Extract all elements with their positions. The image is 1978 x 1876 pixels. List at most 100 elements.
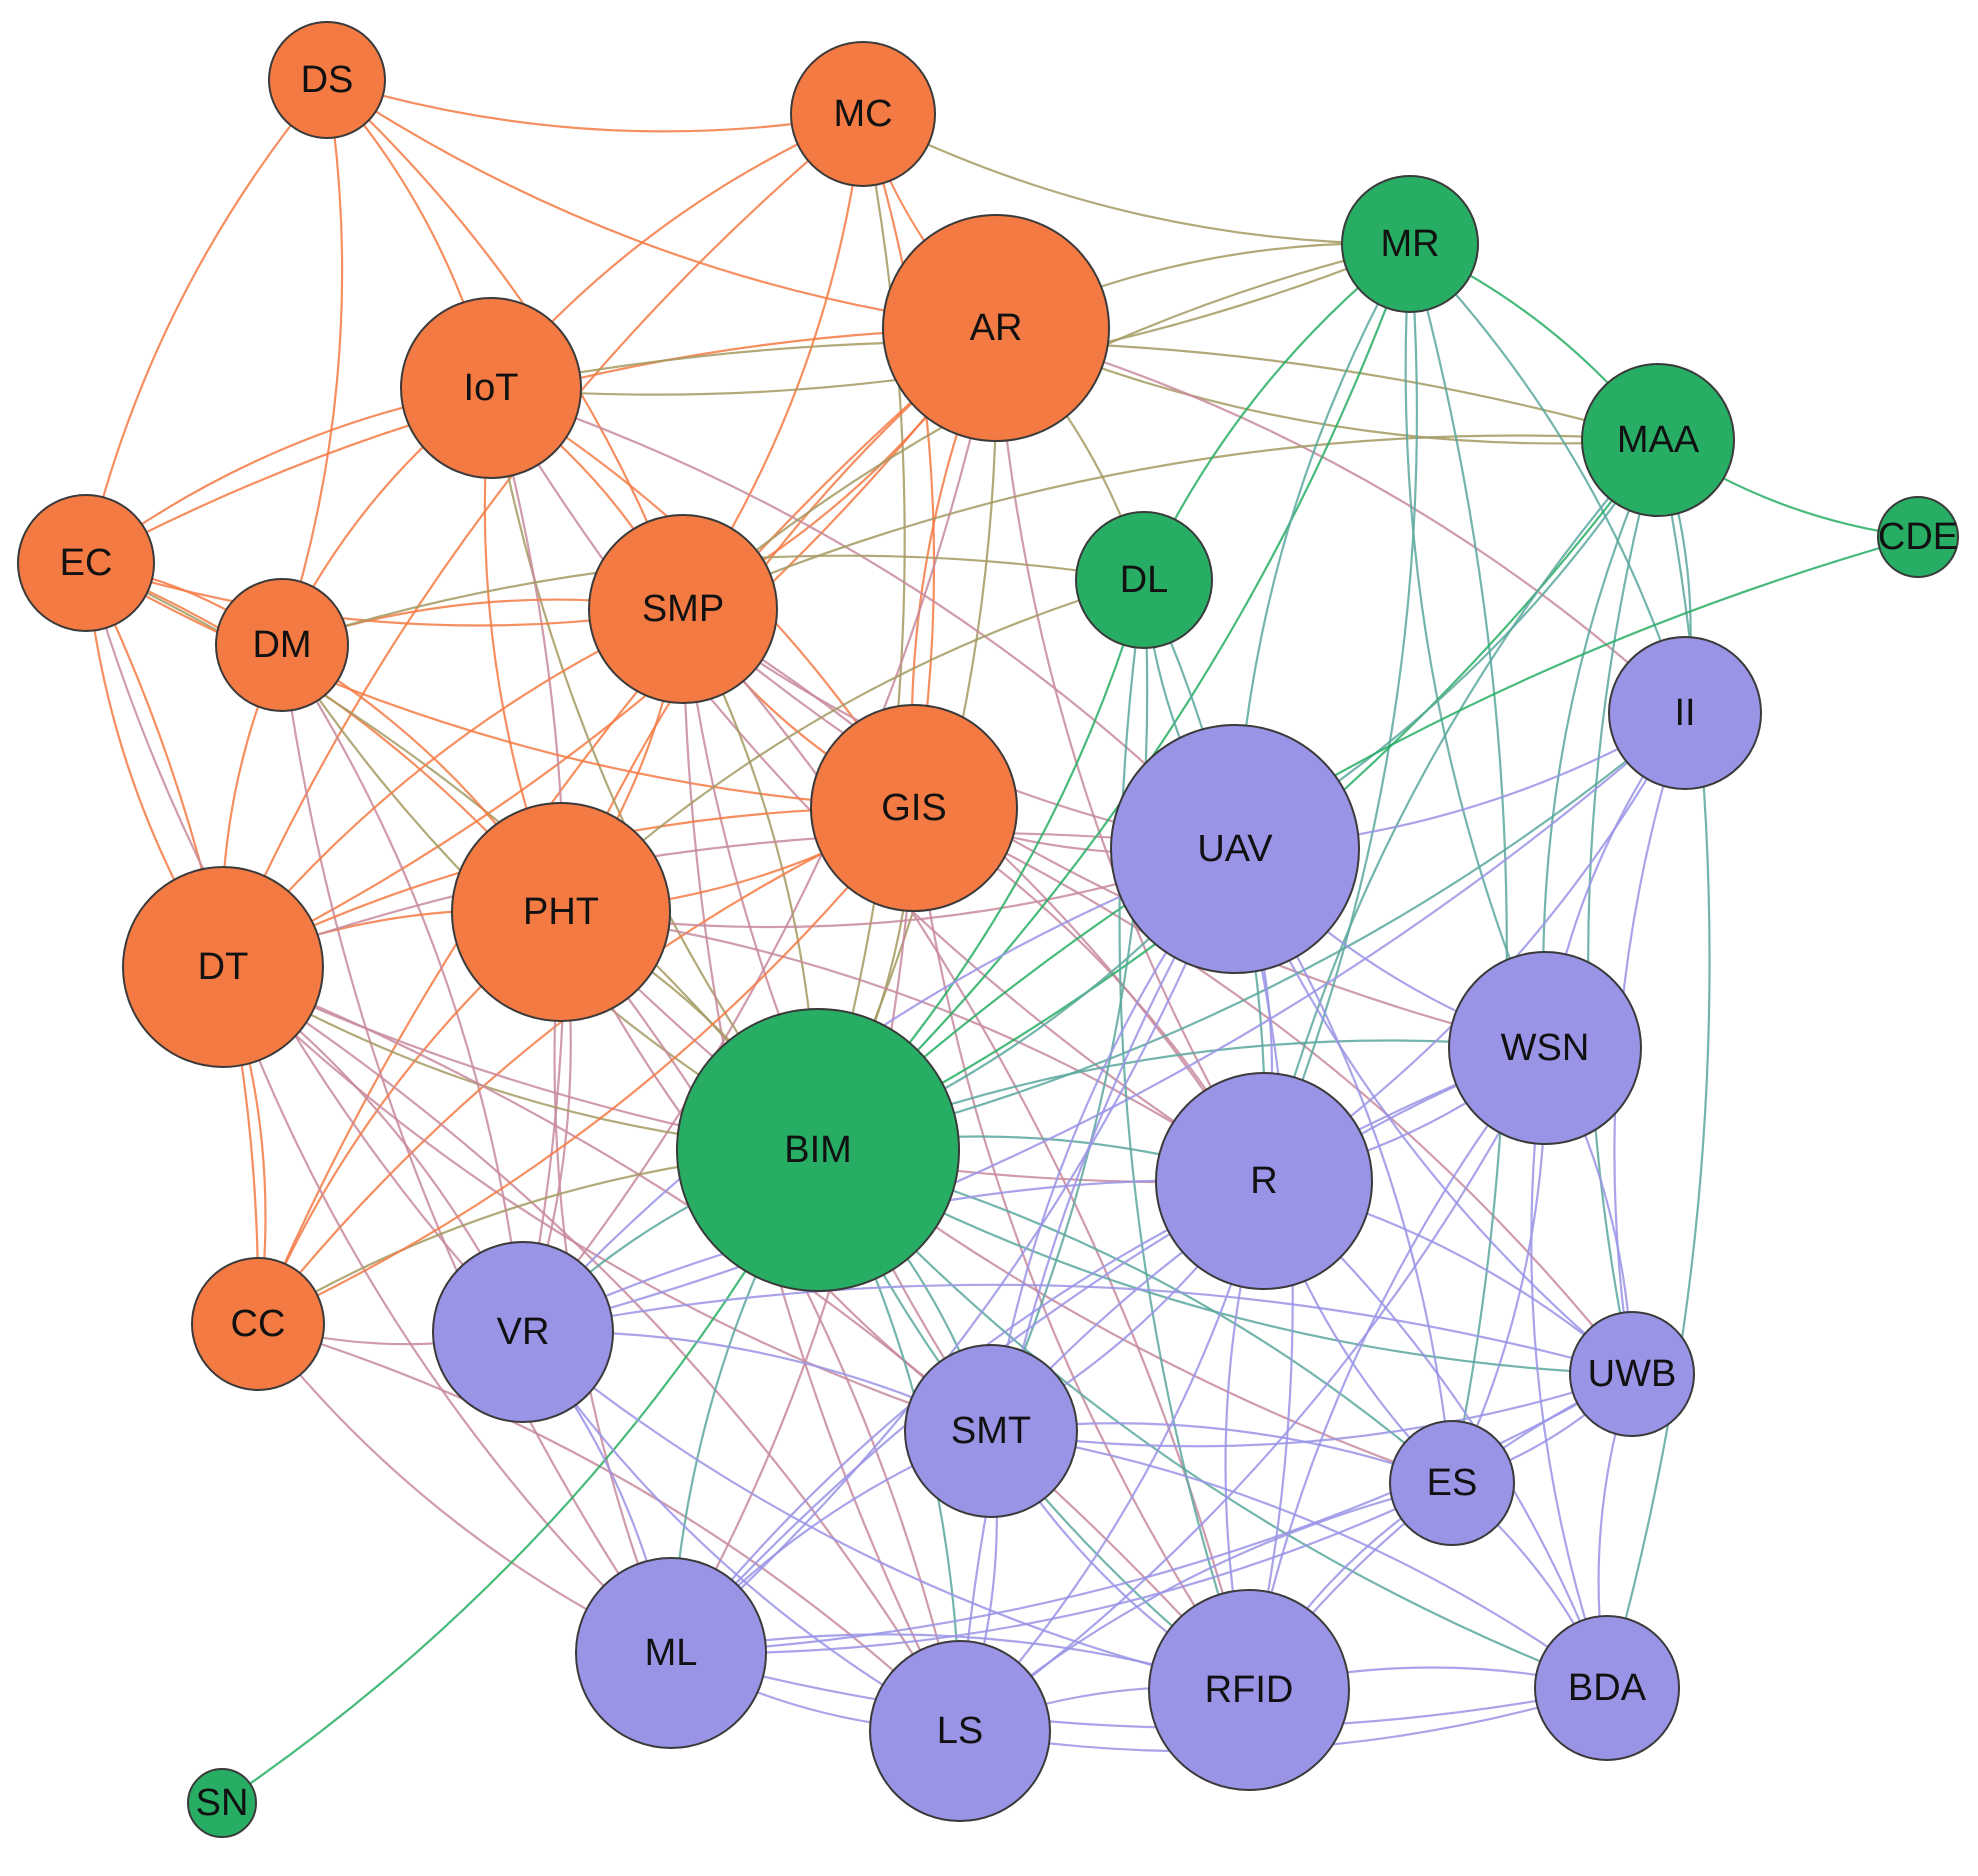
node-circle-cde — [1877, 496, 1959, 578]
nodes-layer: DSMCARIoTECDMSMPGISPHTDTCCMRMAACDEDLBIMS… — [17, 21, 1959, 1838]
node-circle-ii — [1608, 636, 1762, 790]
edge-cc-gis — [257, 807, 915, 1325]
node-label-cc: CC — [231, 1303, 286, 1345]
node-smt: SMT — [904, 1344, 1078, 1518]
node-rfid: RFID — [1148, 1589, 1350, 1791]
edge-wsn-ml — [670, 1046, 1546, 1654]
edge-mr-ii — [1409, 243, 1687, 714]
edge-cc-ls — [257, 1322, 961, 1732]
node-smp: SMP — [588, 514, 778, 704]
node-circle-vr — [432, 1241, 614, 1423]
edge-ds-mc — [326, 78, 864, 133]
edge-maa-r — [1262, 439, 1659, 1182]
node-circle-wsn — [1448, 951, 1642, 1145]
node-cc: CC — [191, 1257, 325, 1391]
node-circle-dt — [122, 866, 324, 1068]
node-circle-bim — [676, 1008, 960, 1292]
node-label-smp: SMP — [642, 588, 724, 630]
node-cde: CDE — [1877, 496, 1959, 578]
node-circle-smp — [588, 514, 778, 704]
edge-smp-r — [682, 608, 1265, 1182]
node-label-ls: LS — [937, 1710, 983, 1752]
node-label-mc: MC — [833, 93, 892, 135]
edge-mc-bim — [816, 113, 906, 1151]
node-label-uwb: UWB — [1588, 1353, 1677, 1395]
node-ar: AR — [882, 214, 1110, 442]
edge-ds-dm — [280, 79, 344, 646]
node-dt: DT — [122, 866, 324, 1068]
edge-mr-bim — [817, 243, 1412, 1151]
edge-dt-smt — [222, 966, 992, 1433]
edge-ec-gis — [85, 562, 915, 810]
edge-dl-rfid — [1118, 579, 1251, 1691]
edge-wsn-ls — [959, 1047, 1546, 1732]
node-label-dt: DT — [198, 946, 249, 988]
node-label-rfid: RFID — [1205, 1669, 1294, 1711]
node-ec: EC — [17, 494, 155, 632]
node-label-gis: GIS — [881, 787, 946, 829]
node-label-iot: IoT — [464, 367, 519, 409]
edge-ar-vr — [522, 327, 998, 1333]
node-circle-maa — [1581, 363, 1735, 517]
node-label-ii: II — [1674, 692, 1695, 734]
node-label-uav: UAV — [1197, 828, 1273, 870]
node-ls: LS — [869, 1640, 1051, 1822]
node-circle-dm — [215, 578, 349, 712]
edge-maa-uwb — [1587, 439, 1660, 1375]
node-circle-ls — [869, 1640, 1051, 1822]
edge-smt-uwb — [990, 1372, 1633, 1448]
node-mr: MR — [1341, 175, 1479, 313]
node-circle-ec — [17, 494, 155, 632]
node-label-mr: MR — [1380, 223, 1439, 265]
node-dm: DM — [215, 578, 349, 712]
node-circle-mr — [1341, 175, 1479, 313]
node-label-bda: BDA — [1568, 1667, 1647, 1709]
node-circle-uwb — [1569, 1311, 1695, 1437]
node-label-r: R — [1250, 1160, 1277, 1202]
node-circle-gis — [810, 704, 1018, 912]
node-circle-dl — [1075, 511, 1213, 649]
edge-smp-maa — [682, 434, 1659, 611]
node-circle-r — [1155, 1072, 1373, 1290]
node-uav: UAV — [1110, 724, 1360, 974]
node-ds: DS — [268, 21, 386, 139]
node-ii: II — [1608, 636, 1762, 790]
edge-ar-ii — [995, 326, 1686, 714]
edge-gis-uwb — [913, 807, 1633, 1375]
edge-smp-wsn — [682, 608, 1546, 1050]
node-iot: IoT — [400, 297, 582, 479]
edge-es-ml — [670, 1482, 1453, 1655]
node-label-wsn: WSN — [1501, 1027, 1590, 1069]
edge-ml-bda — [670, 1651, 1608, 1730]
edge-dm-ml — [280, 644, 672, 1654]
edge-iot-uav — [490, 386, 1236, 850]
node-label-sn: SN — [196, 1782, 249, 1824]
node-vr: VR — [432, 1241, 614, 1423]
edge-wsn-rfid — [1247, 1047, 1546, 1691]
node-circle-iot — [400, 297, 582, 479]
node-circle-ds — [268, 21, 386, 139]
edge-pht-ls — [560, 911, 962, 1732]
node-gis: GIS — [810, 704, 1018, 912]
edge-dm-vr — [281, 644, 525, 1333]
edge-mr-wsn — [1404, 243, 1547, 1049]
edge-dt-uav — [222, 831, 1236, 969]
edge-mr-es — [1408, 243, 1508, 1484]
node-label-bim: BIM — [784, 1129, 852, 1171]
node-uwb: UWB — [1569, 1311, 1695, 1437]
node-circle-rfid — [1148, 1589, 1350, 1791]
edge-ds-ec — [84, 79, 328, 564]
edge-mc-mr — [862, 113, 1411, 246]
edge-ii-vr — [522, 712, 1686, 1334]
edge-vr-uwb — [522, 1283, 1633, 1376]
node-circle-uav — [1110, 724, 1360, 974]
node-label-ds: DS — [301, 59, 354, 101]
node-ml: ML — [575, 1557, 767, 1749]
edge-maa-bda — [1605, 439, 1711, 1689]
node-label-ec: EC — [60, 542, 113, 584]
node-circle-ar — [882, 214, 1110, 442]
edge-smp-rfid — [682, 608, 1251, 1691]
node-label-ml: ML — [645, 1632, 698, 1674]
edge-dt-ml — [221, 966, 672, 1654]
